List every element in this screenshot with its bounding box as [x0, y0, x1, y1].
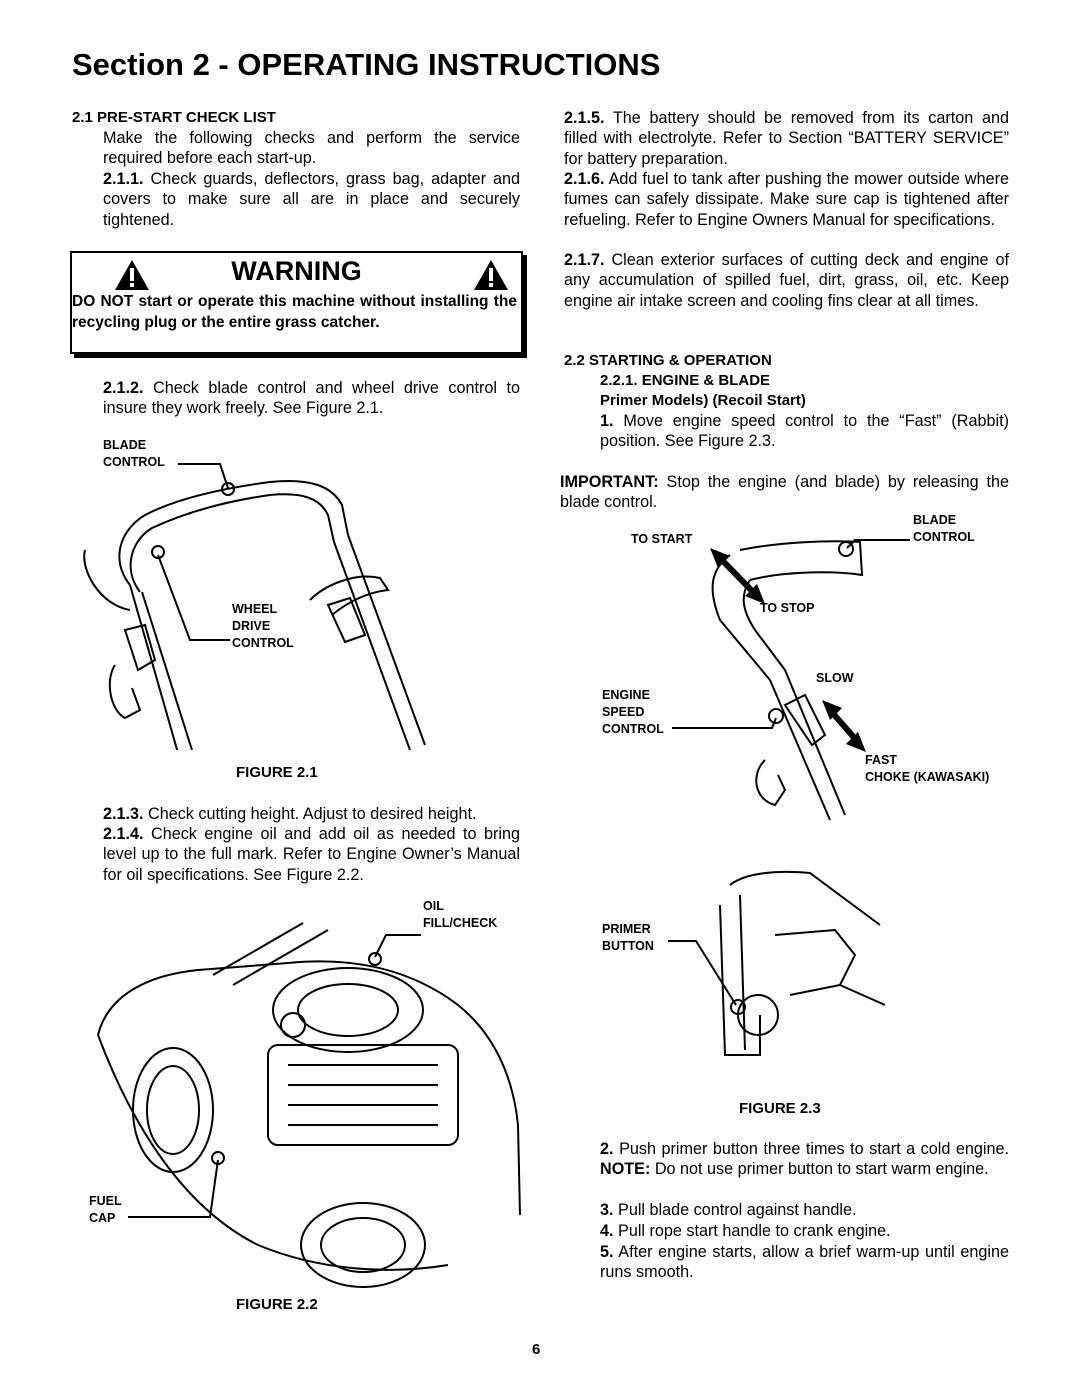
page-number: 6: [532, 1341, 541, 1358]
item-text: Check cutting height. Adjust to desired …: [148, 805, 477, 823]
step-number: 1.: [600, 412, 614, 430]
figure-2-1-caption: FIGURE 2.1: [236, 764, 318, 781]
item-number: 2.1.2.: [103, 379, 144, 397]
item-number: 2.1.6.: [564, 170, 605, 188]
fig23-choke-label: CHOKE (KAWASAKI): [865, 770, 990, 784]
warning-triangle-icon: [115, 260, 149, 290]
step-4: 4. Pull rope start handle to crank engin…: [600, 1221, 1009, 1241]
warning-triangle-icon: [474, 260, 508, 290]
item-text: Check engine oil and add oil as needed t…: [103, 825, 520, 884]
fig23-to-stop-label: TO STOP: [760, 601, 815, 615]
fig23-fast-label: FAST: [865, 753, 897, 767]
warning-text: DO NOT start or operate this machine wit…: [72, 293, 517, 331]
warning-title: WARNING: [231, 256, 362, 286]
item-text: Check guards, deflectors, grass bag, ada…: [103, 170, 520, 229]
item-2-1-7: 2.1.7. Clean exterior surfaces of cuttin…: [564, 250, 1009, 311]
item-number: 2.1.3.: [103, 805, 144, 823]
figure-2-1-handle-illustration: [83, 463, 426, 750]
step-1: 1. Move engine speed control to the “Fas…: [600, 411, 1009, 452]
item-2-1-1: 2.1.1. Check guards, deflectors, grass b…: [103, 169, 520, 230]
step-number: 3.: [600, 1201, 614, 1219]
fig22-fuel-cap-label: FUEL CAP: [89, 1194, 122, 1225]
step-2: 2. Push primer button three times to sta…: [600, 1139, 1009, 1180]
note-text: Do not use primer button to start warm e…: [654, 1160, 989, 1179]
section-2-1-heading: 2.1 PRE-START CHECK LIST: [72, 109, 276, 126]
item-text: Check blade control and wheel drive cont…: [103, 379, 520, 418]
figure-2-2-caption: FIGURE 2.2: [236, 1296, 318, 1313]
step-number: 5.: [600, 1243, 614, 1261]
fig23-engine-speed-label: ENGINE SPEED CONTROL: [602, 688, 664, 736]
item-text: Clean exterior surfaces of cutting deck …: [564, 251, 1009, 310]
item-number: 2.1.5.: [564, 109, 605, 127]
important-label: IMPORTANT:: [560, 473, 659, 491]
fig23-to-start-label: TO START: [631, 532, 693, 546]
item-number: 2.1.1.: [103, 170, 144, 188]
item-number: 2.1.4.: [103, 825, 144, 843]
item-2-1-2: 2.1.2. Check blade control and wheel dri…: [103, 378, 520, 419]
step-3: 3. Pull blade control against handle.: [600, 1200, 1009, 1220]
figure-2-3-caption: FIGURE 2.3: [739, 1100, 821, 1117]
section-2-1-intro: Make the following checks and perform th…: [103, 129, 520, 168]
section-2-2-heading: 2.2 STARTING & OPERATION: [564, 352, 772, 369]
step-text: Pull rope start handle to crank engine.: [618, 1222, 891, 1240]
item-2-1-4: 2.1.4. Check engine oil and add oil as n…: [103, 824, 520, 885]
item-text: The battery should be removed from its c…: [564, 109, 1009, 168]
figure-2-3-control-illustration: [672, 539, 910, 821]
step-text: Push primer button three times to start …: [619, 1140, 1010, 1158]
item-number: 2.1.7.: [564, 251, 605, 269]
step-text: Move engine speed control to the “Fast” …: [600, 412, 1009, 451]
fig23-primer-button-label: PRIMER BUTTON: [602, 922, 654, 953]
step-text: Pull blade control against handle.: [618, 1201, 857, 1219]
figure-2-3-primer-illustration: [668, 870, 886, 1056]
warning-box: WARNING DO NOT start or operate this mac…: [70, 251, 523, 354]
fig22-oil-fill-label: OIL FILL/CHECK: [423, 899, 498, 930]
item-text: Add fuel to tank after pushing the mower…: [564, 170, 1009, 229]
step-number: 2.: [600, 1140, 614, 1158]
important-text: Stop the engine (and blade) by releasing…: [560, 473, 1009, 512]
important-note: IMPORTANT: Stop the engine (and blade) b…: [560, 472, 1009, 513]
note-label: NOTE:: [600, 1160, 651, 1179]
figure-2-2-engine-illustration: [97, 922, 521, 1288]
step-text: After engine starts, allow a brief warm-…: [600, 1243, 1010, 1282]
item-2-1-5: 2.1.5. The battery should be removed fro…: [564, 108, 1009, 169]
item-2-1-3: 2.1.3. Check cutting height. Adjust to d…: [103, 804, 520, 824]
fig23-slow-label: SLOW: [816, 671, 854, 685]
step-5: 5. After engine starts, allow a brief wa…: [600, 1242, 1009, 1283]
fig21-blade-control-label: BLADE CONTROL: [103, 438, 165, 469]
item-2-1-6: 2.1.6. Add fuel to tank after pushing th…: [564, 169, 1009, 230]
fig21-wheel-drive-label: WHEEL DRIVE CONTROL: [232, 602, 294, 650]
step-number: 4.: [600, 1222, 614, 1240]
section-2-2-1-subheading: Primer Models) (Recoil Start): [600, 392, 806, 409]
section-2-2-1-heading: 2.2.1. ENGINE & BLADE: [600, 372, 771, 389]
page-title: Section 2 - OPERATING INSTRUCTIONS: [72, 47, 661, 82]
fig23-blade-control-label: BLADE CONTROL: [913, 513, 975, 544]
